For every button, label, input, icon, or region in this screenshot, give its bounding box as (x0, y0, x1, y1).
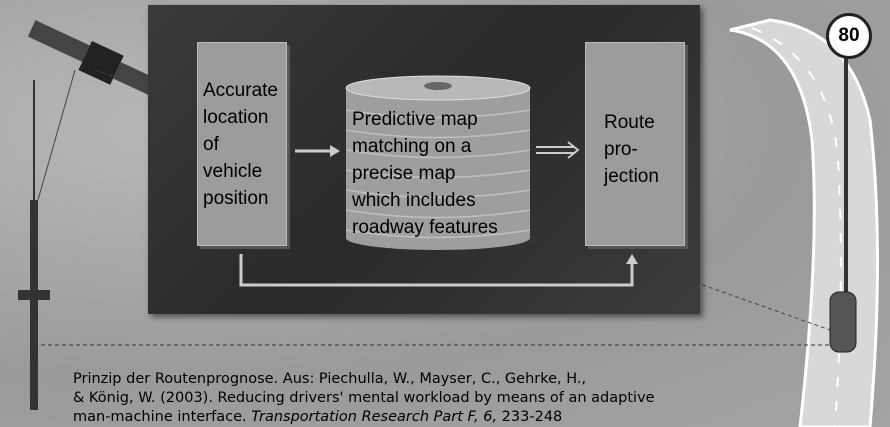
arrow-left-to-center (295, 145, 340, 157)
arrow-center-to-right (536, 141, 580, 159)
box-line: Route (604, 112, 655, 133)
box-predictive-map-matching: Predictive map matching on a precise map… (352, 106, 532, 241)
radio-tower-icon (18, 80, 50, 410)
box-line: position (203, 188, 269, 209)
box-line: jection (604, 166, 659, 187)
map-database-cylinder (345, 75, 531, 250)
arrow-bypass (239, 254, 638, 287)
box-line: Accurate (203, 80, 278, 101)
signal-line (37, 69, 76, 201)
road-center-line (751, 27, 842, 427)
box-line: Predictive map (352, 109, 478, 130)
caption-line: man-machine interface. Transportation Re… (73, 408, 655, 427)
sign-pole (844, 55, 848, 305)
car (829, 291, 857, 353)
caption-pages: 233-248 (497, 409, 563, 425)
box-line: matching on a (352, 136, 472, 157)
box-line: roadway features (352, 217, 498, 238)
figure-caption: Prinzip der Routenprognose. Aus: Piechul… (73, 370, 655, 427)
box-line: location (203, 107, 269, 128)
box-route-projection: Route pro- jection (585, 42, 685, 246)
box-line: precise map (352, 163, 456, 184)
speed-limit-sign: 80 (826, 13, 872, 59)
caption-text: man-machine interface. (73, 409, 252, 425)
box-vehicle-location: Accurate location of vehicle position (197, 42, 287, 246)
caption-line: Prinzip der Routenprognose. Aus: Piechul… (73, 371, 587, 387)
box-line: of (203, 134, 219, 155)
caption-line: & König, W. (2003). Reducing drivers' me… (73, 390, 655, 406)
box-line: pro- (604, 139, 638, 160)
box-line: vehicle (203, 161, 263, 182)
caption-journal: Transportation Research Part F, 6, (251, 409, 498, 425)
box-line: which includes (352, 190, 476, 211)
